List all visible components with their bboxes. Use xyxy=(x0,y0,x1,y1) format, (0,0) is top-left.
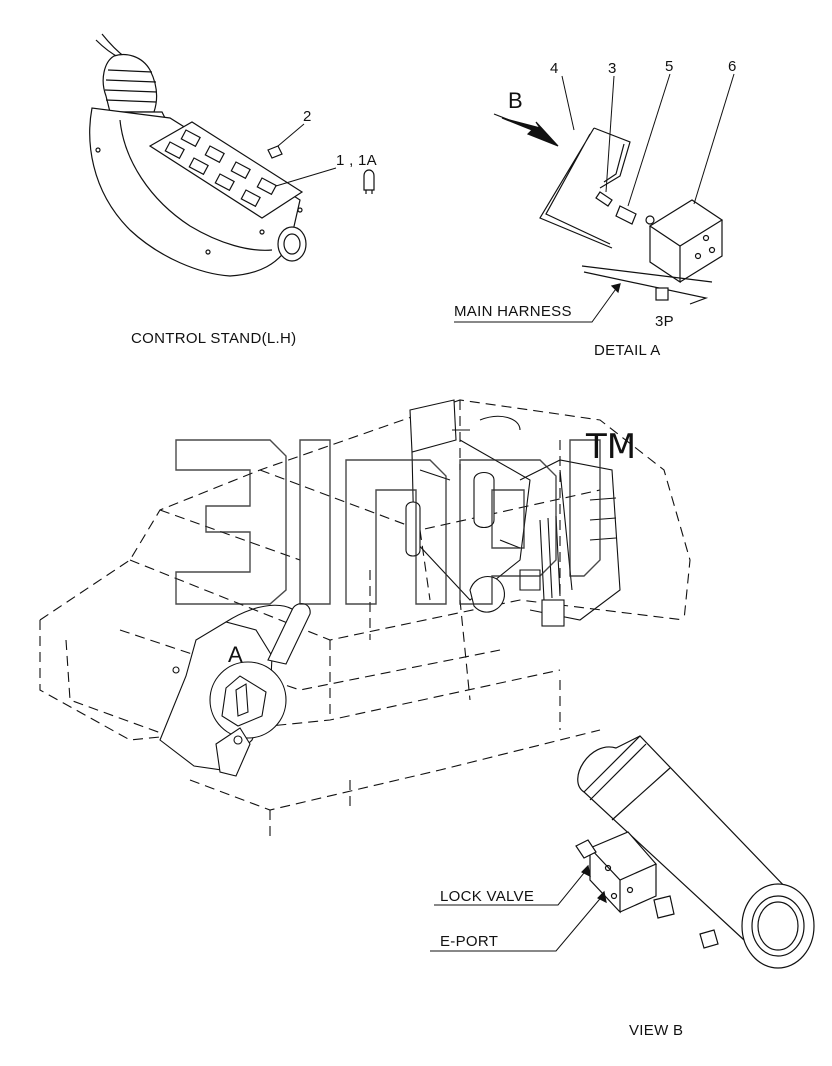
view-b-title: VIEW B xyxy=(629,1022,683,1039)
view-arrow-label-b: B xyxy=(508,88,523,113)
detail-a-title: DETAIL A xyxy=(594,342,661,359)
connector-3p-label: 3P xyxy=(655,313,674,330)
detail-a-illustration xyxy=(454,73,735,323)
e-port-label: E-PORT xyxy=(440,933,498,950)
lock-valve-label: LOCK VALVE xyxy=(440,888,534,905)
callout-4: 4 xyxy=(550,60,559,77)
callout-3: 3 xyxy=(608,60,617,77)
callout-1-1a: 1 , 1A xyxy=(336,152,377,169)
control-stand-illustration xyxy=(89,33,375,277)
view-b-illustration xyxy=(430,735,815,969)
machine-frame-illustration xyxy=(39,399,691,840)
control-stand-title: CONTROL STAND(L.H) xyxy=(131,330,296,347)
detail-a-marker: A xyxy=(228,642,243,667)
callout-2: 2 xyxy=(303,108,312,125)
main-harness-label: MAIN HARNESS xyxy=(454,303,572,320)
callout-5: 5 xyxy=(665,58,674,75)
watermark-graphic xyxy=(175,439,601,605)
watermark-tm: TM xyxy=(585,427,636,467)
callout-6: 6 xyxy=(728,58,737,75)
